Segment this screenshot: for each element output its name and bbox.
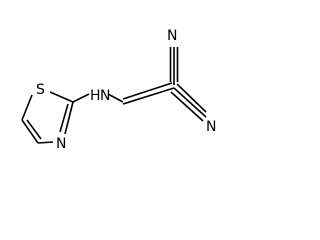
thiazole-n-label: N: [56, 136, 66, 152]
amine-thiazole-bond: [72, 93, 90, 103]
nitrile-n-right-label: N: [206, 119, 216, 135]
thiazole-ring-bonds: [21, 91, 74, 144]
nitrile-top-triple-bond: [169, 47, 179, 85]
amine-n-label: N: [100, 88, 110, 104]
nitrile-n-top-label: N: [167, 28, 177, 44]
vinyl-amine-bond: [107, 93, 124, 103]
nitrile-right-triple-bond: [170, 83, 207, 122]
alkene-double-bond: [122, 82, 175, 105]
thiazole-s-label: S: [36, 82, 45, 98]
molecule-structure: N N H N S N: [21, 28, 216, 152]
amine-h-label: H: [90, 88, 101, 104]
